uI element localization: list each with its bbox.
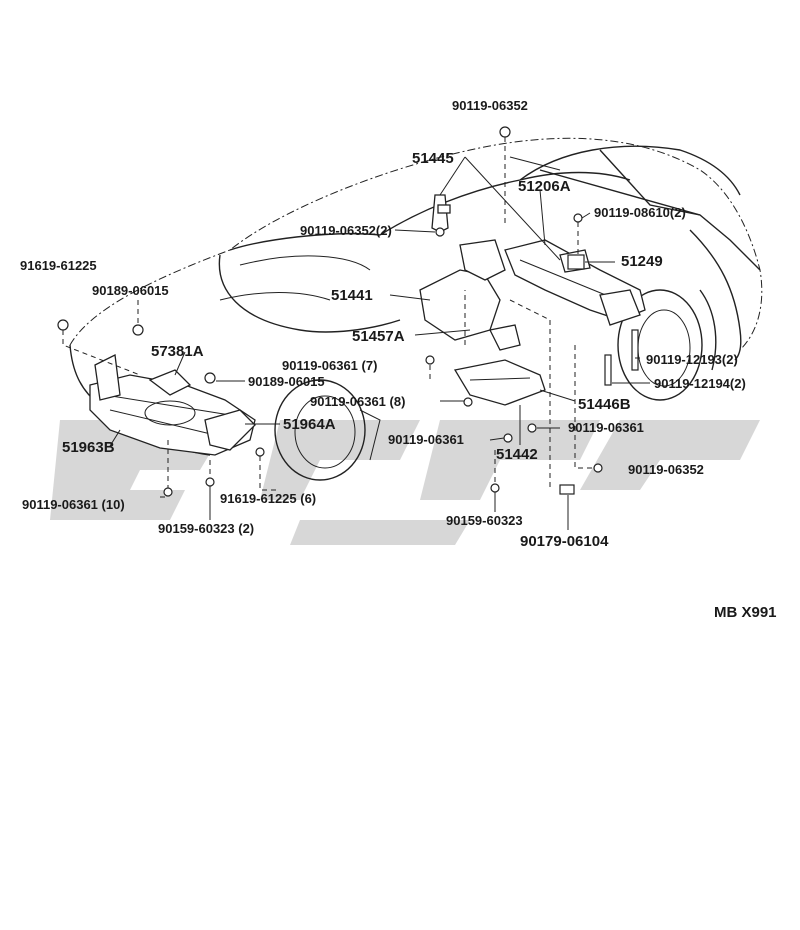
label-51206a: 51206A [518, 178, 571, 195]
label-90189-06015: 90189-06015 [248, 374, 325, 389]
label-90119-12193: 90119-12193(2) [646, 352, 738, 367]
label-90159-60323-2: 90159-60323 (2) [158, 521, 254, 536]
label-90119-08610: 90119-08610(2) [594, 205, 686, 220]
label-90119-06361-8: 90119-06361 (8) [310, 394, 405, 409]
label-90119-06352-2: 90119-06352(2) [300, 223, 392, 238]
label-51963b: 51963B [62, 439, 115, 456]
label-90119-06352-right: 90119-06352 [628, 462, 704, 477]
label-51441: 51441 [331, 287, 373, 304]
label-51457a: 51457A [352, 328, 405, 345]
label-57381a: 57381A [151, 343, 204, 360]
label-90119-12194: 90119-12194(2) [654, 376, 746, 391]
bracket-51445 [431, 194, 451, 233]
label-90119-06352-top: 90119-06352 [452, 98, 528, 113]
label-51446b: 51446B [578, 396, 631, 413]
label-51249: 51249 [621, 253, 663, 270]
label-91619-61225-6: 91619-61225 (6) [220, 491, 316, 506]
label-90119-06361-center: 90119-06361 [388, 432, 464, 447]
label-90189-06015-top: 90189-06015 [92, 283, 169, 298]
label-90119-06361-10: 90119-06361 (10) [22, 497, 125, 512]
label-91619-61225: 91619-61225 [20, 258, 97, 273]
leader-lines [62, 137, 650, 530]
bolt-icons [57, 126, 639, 497]
label-90159-60323: 90159-60323 [446, 513, 523, 528]
label-51445: 51445 [412, 150, 454, 167]
center-under-cover [419, 239, 546, 406]
front-under-cover [89, 354, 256, 456]
label-51964a: 51964A [283, 416, 336, 433]
label-90179-06104: 90179-06104 [520, 533, 609, 550]
car-body-outline [69, 137, 763, 481]
label-90119-06361-right: 90119-06361 [568, 420, 644, 435]
diagram-code: MB X991 [714, 604, 777, 621]
label-90119-06361-7: 90119-06361 (7) [282, 358, 377, 373]
label-51442: 51442 [496, 446, 538, 463]
